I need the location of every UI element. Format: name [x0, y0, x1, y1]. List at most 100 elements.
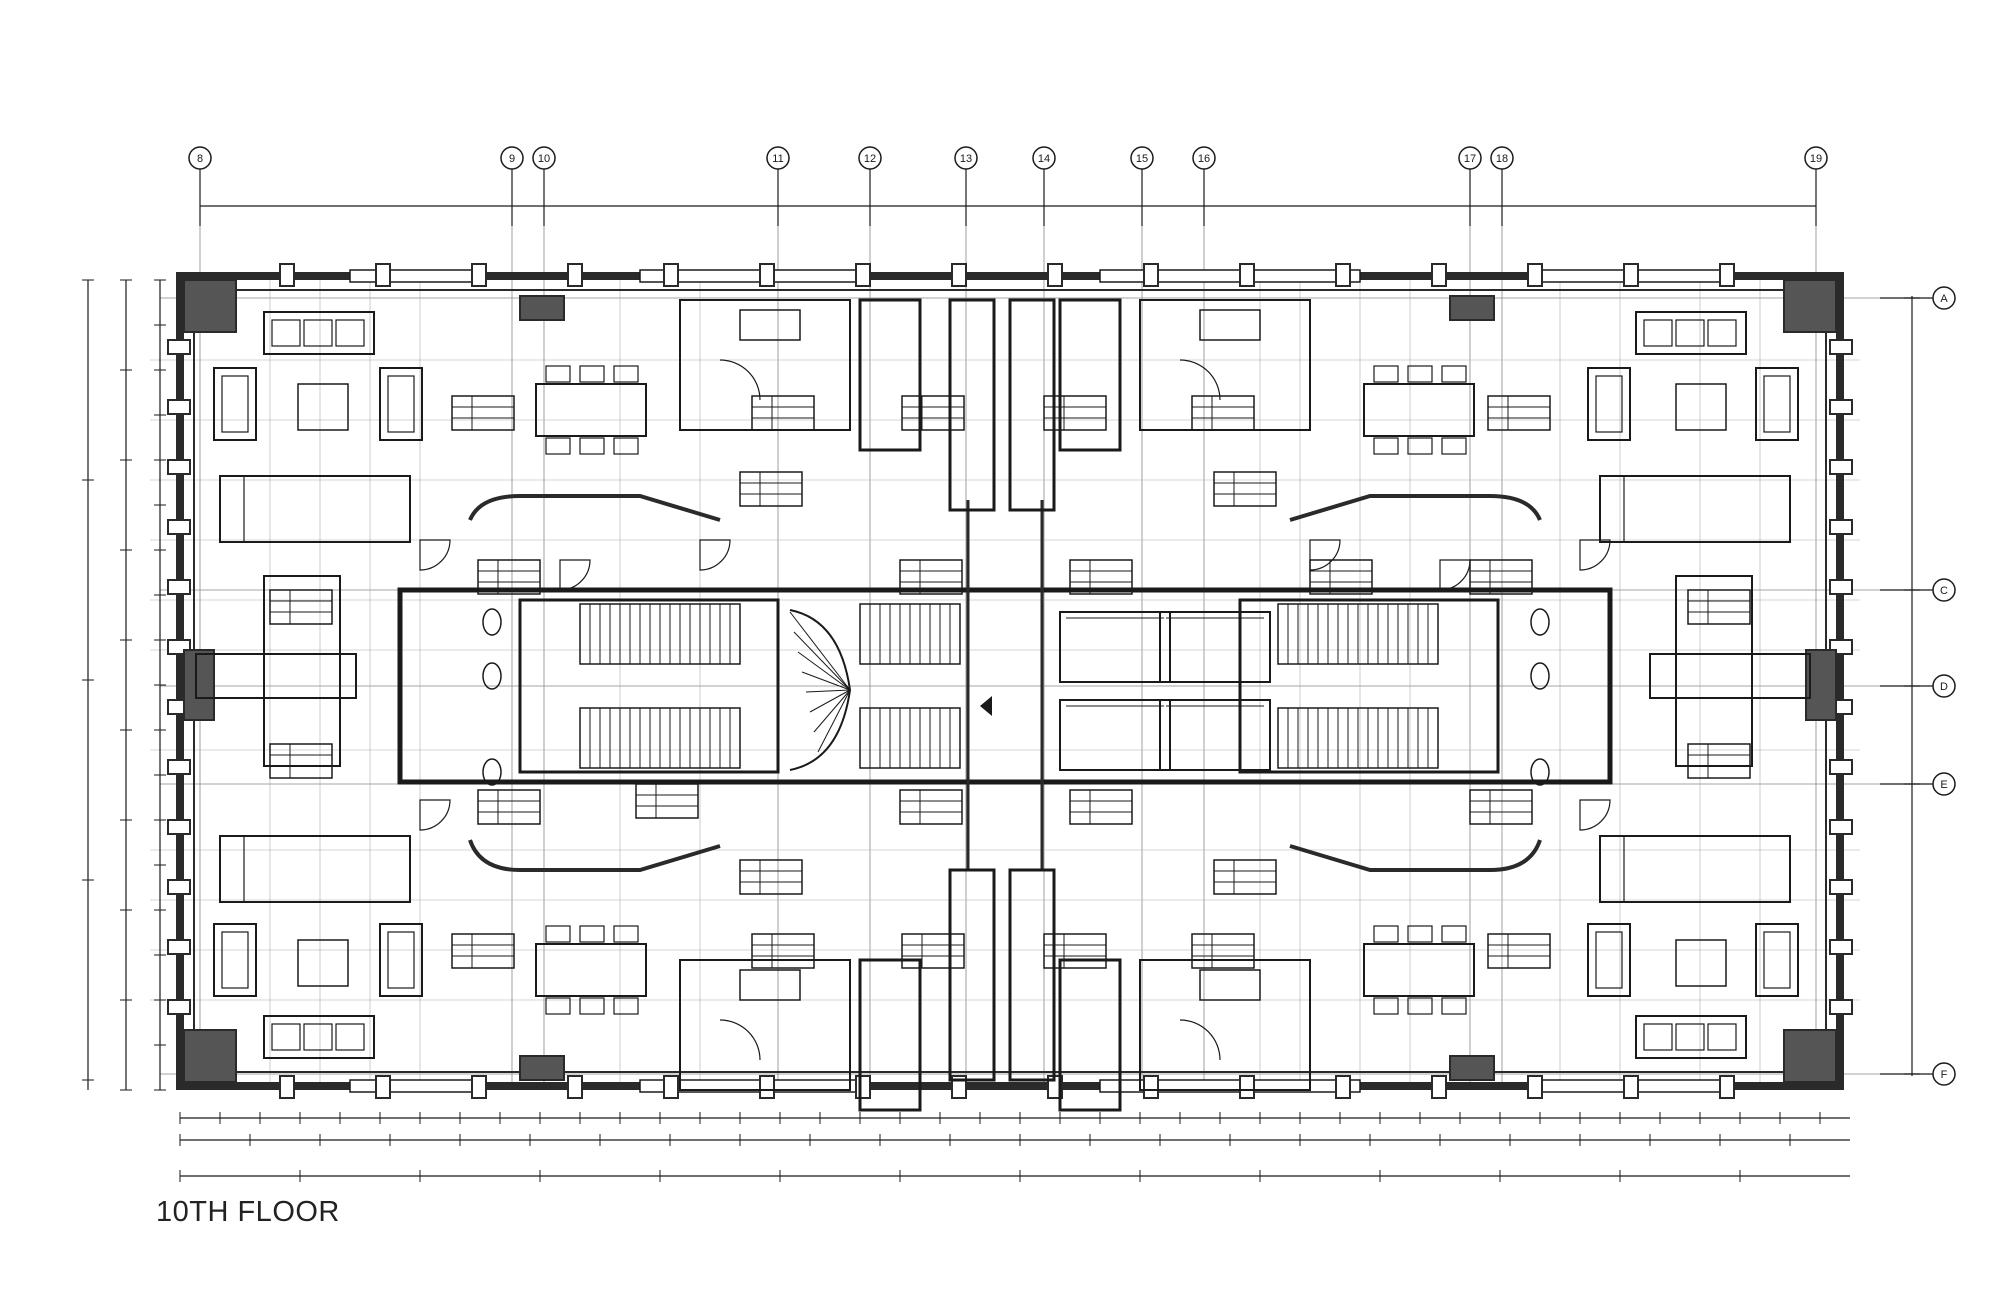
- sink-icon: [1199, 969, 1261, 1001]
- column: [1431, 263, 1447, 287]
- kitchen-block: [1139, 959, 1311, 1091]
- grid-bubble-label: 10: [538, 153, 550, 165]
- bed: [1675, 575, 1753, 767]
- column: [1829, 939, 1853, 955]
- column: [167, 399, 191, 415]
- stair-tread: [805, 689, 851, 693]
- armchair-seat: [1763, 375, 1791, 433]
- column: [1623, 1075, 1639, 1099]
- chair: [613, 925, 639, 943]
- wardrobe: [1649, 653, 1811, 699]
- coffee-table: [1675, 939, 1727, 987]
- sofa-cushion: [303, 1023, 333, 1051]
- kitchen-block: [1139, 299, 1311, 431]
- sofa-cushion: [303, 319, 333, 347]
- column: [183, 279, 237, 333]
- grid-lines: [150, 226, 1930, 1090]
- grid-bubble-label: 13: [960, 153, 972, 165]
- chair: [1407, 365, 1433, 383]
- grid-bubble-label: 16: [1198, 153, 1210, 165]
- room-tag: [1069, 559, 1133, 595]
- toilet-icon: [482, 608, 502, 636]
- central-core: [269, 298, 1751, 1112]
- column: [1335, 263, 1351, 287]
- door-swing: [1579, 799, 1611, 831]
- column: [1829, 399, 1853, 415]
- column: [375, 263, 391, 287]
- elevator-shaft: [1159, 699, 1271, 771]
- kitchen-block: [679, 299, 851, 431]
- stair-tread: [793, 631, 851, 691]
- room-tag: [899, 789, 963, 825]
- column: [1143, 263, 1159, 287]
- sofa-cushion: [335, 1023, 365, 1051]
- room-tag: [751, 395, 815, 431]
- elevator-shaft: [1059, 611, 1171, 683]
- column: [471, 1075, 487, 1099]
- armchair: [1755, 923, 1799, 997]
- column: [1829, 459, 1853, 475]
- sofa: [1635, 311, 1747, 355]
- elevator-shaft: [1059, 699, 1171, 771]
- room-tag: [1043, 933, 1107, 969]
- armchair: [1587, 367, 1631, 441]
- shaft: [1008, 868, 1056, 1082]
- grid-bubble-label: 19: [1810, 153, 1822, 165]
- toilet-icon: [1530, 662, 1550, 690]
- column: [1829, 999, 1853, 1015]
- room-tag: [1469, 559, 1533, 595]
- column: [519, 295, 565, 321]
- core-wall: [397, 587, 1613, 785]
- window: [1099, 269, 1361, 283]
- window: [349, 269, 481, 283]
- room-tag: [739, 471, 803, 507]
- column: [951, 263, 967, 287]
- door-swing: [1309, 539, 1341, 571]
- toilet-icon: [482, 758, 502, 786]
- sofa: [263, 1015, 375, 1059]
- room-tag: [1191, 933, 1255, 969]
- column: [1829, 759, 1853, 775]
- column: [1047, 263, 1063, 287]
- coffee-table: [297, 383, 349, 431]
- bed: [263, 575, 341, 767]
- floor-title: 10TH FLOOR: [156, 1196, 340, 1228]
- dining-table: [1363, 383, 1475, 437]
- stair-tread: [801, 671, 851, 691]
- door-swing: [719, 359, 761, 401]
- room-tag: [451, 395, 515, 431]
- shaft: [1008, 298, 1056, 512]
- column: [759, 263, 775, 287]
- chair: [545, 925, 571, 943]
- chair: [1373, 925, 1399, 943]
- north-arrow-icon: [980, 696, 992, 716]
- door-swing: [419, 539, 451, 571]
- column: [471, 263, 487, 287]
- chair: [545, 437, 571, 455]
- column: [1143, 1075, 1159, 1099]
- chair: [1407, 997, 1433, 1015]
- grid-bubble-label: C: [1940, 585, 1948, 597]
- chair: [545, 997, 571, 1015]
- chair: [1441, 997, 1467, 1015]
- bath-wall: [858, 298, 922, 452]
- column: [1335, 1075, 1351, 1099]
- chair: [1373, 437, 1399, 455]
- bed: [1599, 475, 1791, 543]
- room-tag: [1687, 743, 1751, 779]
- room-tag: [1069, 789, 1133, 825]
- chair: [1373, 365, 1399, 383]
- grid-bubble-label: 8: [197, 153, 203, 165]
- sofa-cushion: [1643, 1023, 1673, 1051]
- room-tag: [1191, 395, 1255, 431]
- armchair-seat: [1595, 931, 1623, 989]
- chair: [545, 365, 571, 383]
- armchair: [379, 923, 423, 997]
- column: [1829, 879, 1853, 895]
- column: [759, 1075, 775, 1099]
- chair: [1441, 925, 1467, 943]
- curved-lobby-wall: [468, 494, 721, 522]
- stair-tread: [797, 651, 851, 691]
- grid-bubble-label: F: [1941, 1069, 1948, 1081]
